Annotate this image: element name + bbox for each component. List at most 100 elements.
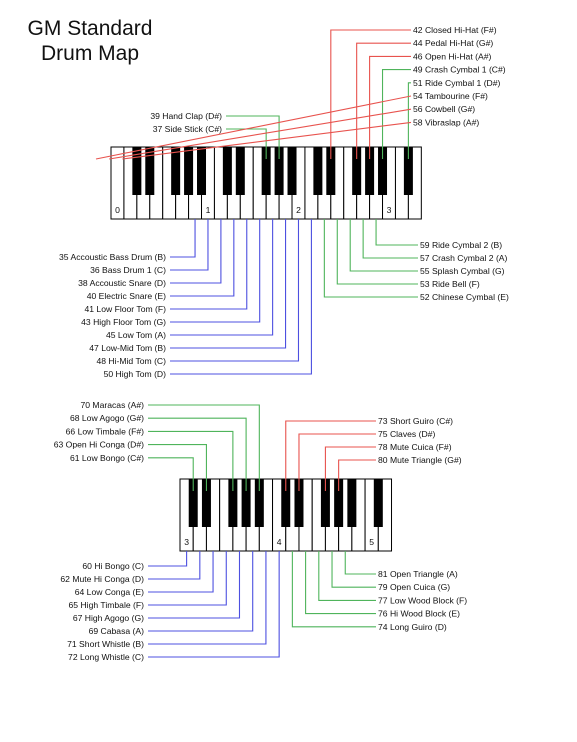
label-72-long-whistle-c: 72 Long Whistle (C) <box>68 652 144 662</box>
wire-76-hi-wood-block-e <box>305 551 376 615</box>
black-key <box>352 147 362 195</box>
wire-38-accoustic-snare-d <box>170 219 222 284</box>
black-key <box>320 479 330 527</box>
label-38-accoustic-snare-d: 38 Accoustic Snare (D) <box>78 278 166 288</box>
black-key <box>184 147 194 195</box>
wire-70-maracas-a <box>148 404 260 491</box>
wire-64-low-conga-e <box>148 551 214 593</box>
black-key <box>403 147 413 195</box>
label-44-pedal-hi-hat-g: 44 Pedal Hi-Hat (G#) <box>413 38 493 48</box>
wire-69-cabasa-a <box>148 551 254 632</box>
label-40-electric-snare-e: 40 Electric Snare (E) <box>87 291 166 301</box>
wire-79-open-cuica-g <box>331 551 376 588</box>
black-key <box>281 479 291 527</box>
black-key <box>197 147 207 195</box>
label-63-open-hi-conga-d: 63 Open Hi Conga (D#) <box>54 440 144 450</box>
label-43-high-floor-tom-g: 43 High Floor Tom (G) <box>81 317 166 327</box>
label-76-hi-wood-block-e: 76 Hi Wood Block (E) <box>378 609 460 619</box>
label-62-mute-hi-conga-d: 62 Mute Hi Conga (D) <box>60 574 144 584</box>
black-key <box>235 147 245 195</box>
black-key <box>201 479 211 527</box>
label-61-low-bongo-c: 61 Low Bongo (C#) <box>70 453 144 463</box>
octave-label: 3 <box>184 537 189 547</box>
label-46-open-hi-hat-a: 46 Open Hi-Hat (A#) <box>413 51 491 61</box>
octave-label: 0 <box>115 205 120 215</box>
label-41-low-floor-tom-f: 41 Low Floor Tom (F) <box>84 304 166 314</box>
label-80-mute-triangle-g: 80 Mute Triangle (G#) <box>378 455 462 465</box>
wire-77-low-wood-block-f <box>318 551 376 601</box>
label-78-mute-cuica-f: 78 Mute Cuica (F#) <box>378 442 452 452</box>
label-64-low-conga-e: 64 Low Conga (E) <box>75 587 144 597</box>
label-59-ride-cymbal-2-b: 59 Ride Cymbal 2 (B) <box>420 240 502 250</box>
label-37-side-stick-c: 37 Side Stick (C#) <box>153 124 222 134</box>
wire-53-ride-bell-f <box>336 219 418 285</box>
black-key <box>347 479 357 527</box>
label-58-vibraslap-a: 58 Vibraslap (A#) <box>413 117 479 127</box>
label-68-low-agogo-g: 68 Low Agogo (G#) <box>70 413 144 423</box>
wire-61-low-bongo-c <box>148 457 194 491</box>
wire-42-closed-hi-hat-f <box>330 29 411 159</box>
black-key <box>365 147 375 195</box>
black-key <box>171 147 181 195</box>
wire-50-high-tom-d <box>170 219 312 375</box>
label-42-closed-hi-hat-f: 42 Closed Hi-Hat (F#) <box>413 25 497 35</box>
wire-80-mute-triangle-g <box>338 459 376 491</box>
wire-54-tambourine-f <box>95 95 412 160</box>
wire-81-open-triangle-a <box>344 551 376 575</box>
wire-46-open-hi-hat-a <box>369 55 411 159</box>
wire-57-crash-cymbal-2-a <box>362 219 418 259</box>
wire-49-crash-cymbal-1-c <box>381 69 411 159</box>
title-line-2: Drum Map <box>40 42 140 65</box>
black-key <box>313 147 323 195</box>
wire-39-hand-clap-d <box>226 115 280 159</box>
label-49-crash-cymbal-1-c: 49 Crash Cymbal 1 (C#) <box>413 65 506 75</box>
black-key <box>294 479 304 527</box>
black-key <box>373 479 383 527</box>
label-50-high-tom-d: 50 High Tom (D) <box>104 369 167 379</box>
label-66-low-timbale-f: 66 Low Timbale (F#) <box>66 426 144 436</box>
wire-78-mute-cuica-f <box>324 446 376 491</box>
label-75-claves-d: 75 Claves (D#) <box>378 429 435 439</box>
wire-41-low-floor-tom-f <box>170 219 248 310</box>
label-60-hi-bongo-c: 60 Hi Bongo (C) <box>82 561 144 571</box>
octave-label: 2 <box>296 205 301 215</box>
label-35-accoustic-bass-drum-b: 35 Accoustic Bass Drum (B) <box>59 252 166 262</box>
wire-72-long-whistle-c <box>148 551 280 658</box>
page-title: GM Standard Drum Map <box>10 16 170 66</box>
black-key <box>334 479 344 527</box>
label-81-open-triangle-a: 81 Open Triangle (A) <box>378 569 458 579</box>
wire-52-chinese-cymbal-e <box>323 219 418 298</box>
label-45-low-tom-a: 45 Low Tom (A) <box>106 330 166 340</box>
octave-label: 5 <box>369 537 374 547</box>
black-key <box>241 479 251 527</box>
black-key <box>132 147 142 195</box>
label-36-bass-drum-1-c: 36 Bass Drum 1 (C) <box>90 265 166 275</box>
wire-44-pedal-hi-hat-g <box>356 42 411 159</box>
label-56-cowbell-g: 56 Cowbell (G#) <box>413 104 475 114</box>
octave-label: 3 <box>387 205 392 215</box>
wire-43-high-floor-tom-g <box>170 219 261 323</box>
black-key <box>228 479 238 527</box>
wire-66-low-timbale-f <box>148 430 234 491</box>
wire-62-mute-hi-conga-d <box>148 551 201 580</box>
label-47-low-mid-tom-b: 47 Low-Mid Tom (B) <box>89 343 166 353</box>
black-key <box>188 479 198 527</box>
octave-label: 4 <box>277 537 282 547</box>
wire-75-claves-d <box>298 433 376 491</box>
wire-36-bass-drum-1-c <box>170 219 209 271</box>
label-69-cabasa-a: 69 Cabasa (A) <box>89 626 145 636</box>
black-key <box>287 147 297 195</box>
wire-63-open-hi-conga-d <box>148 444 207 491</box>
wire-71-short-whistle-b <box>148 551 267 645</box>
label-53-ride-bell-f: 53 Ride Bell (F) <box>420 279 480 289</box>
label-57-crash-cymbal-2-a: 57 Crash Cymbal 2 (A) <box>420 253 508 263</box>
label-67-high-agogo-g: 67 High Agogo (G) <box>73 613 144 623</box>
wire-60-hi-bongo-c <box>148 551 188 567</box>
black-key <box>254 479 264 527</box>
wire-55-splash-cymbal-g <box>349 219 418 272</box>
wire-37-side-stick-c <box>226 128 267 159</box>
black-key <box>222 147 232 195</box>
octave-label: 1 <box>206 205 211 215</box>
